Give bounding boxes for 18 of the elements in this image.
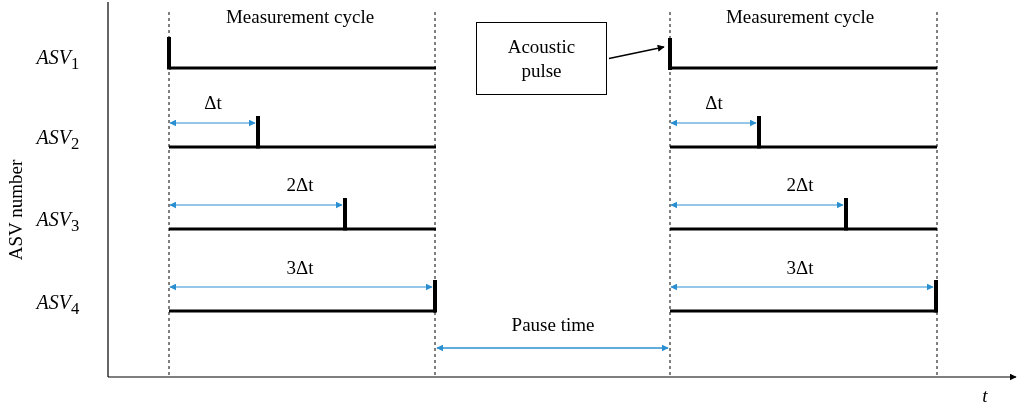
heading: Measurement cycle xyxy=(225,6,375,28)
dimension-label: 2Δt xyxy=(286,174,314,196)
dimension-label: Δt xyxy=(705,92,723,114)
dimension-label: Δt xyxy=(204,92,222,114)
pulse-mark xyxy=(668,38,672,70)
dimension-label: Pause time xyxy=(511,314,595,336)
axis-label: t xyxy=(982,385,988,407)
dimension-label: 3Δt xyxy=(286,257,314,279)
dimension-label: 3Δt xyxy=(786,257,814,279)
process-box: Acoustic pulse xyxy=(476,22,607,95)
axis-title: ASV number xyxy=(5,159,27,261)
arrow xyxy=(608,44,665,60)
heading: Measurement cycle xyxy=(725,6,875,28)
row-label: ASV$_{4}$ xyxy=(36,291,80,319)
row-label: ASV$_{1}$ xyxy=(36,46,80,74)
row-label: ASV$_{2}$ xyxy=(36,126,80,154)
dimension-label: 2Δt xyxy=(786,174,814,196)
row-label: ASV$_{3}$ xyxy=(36,208,80,236)
